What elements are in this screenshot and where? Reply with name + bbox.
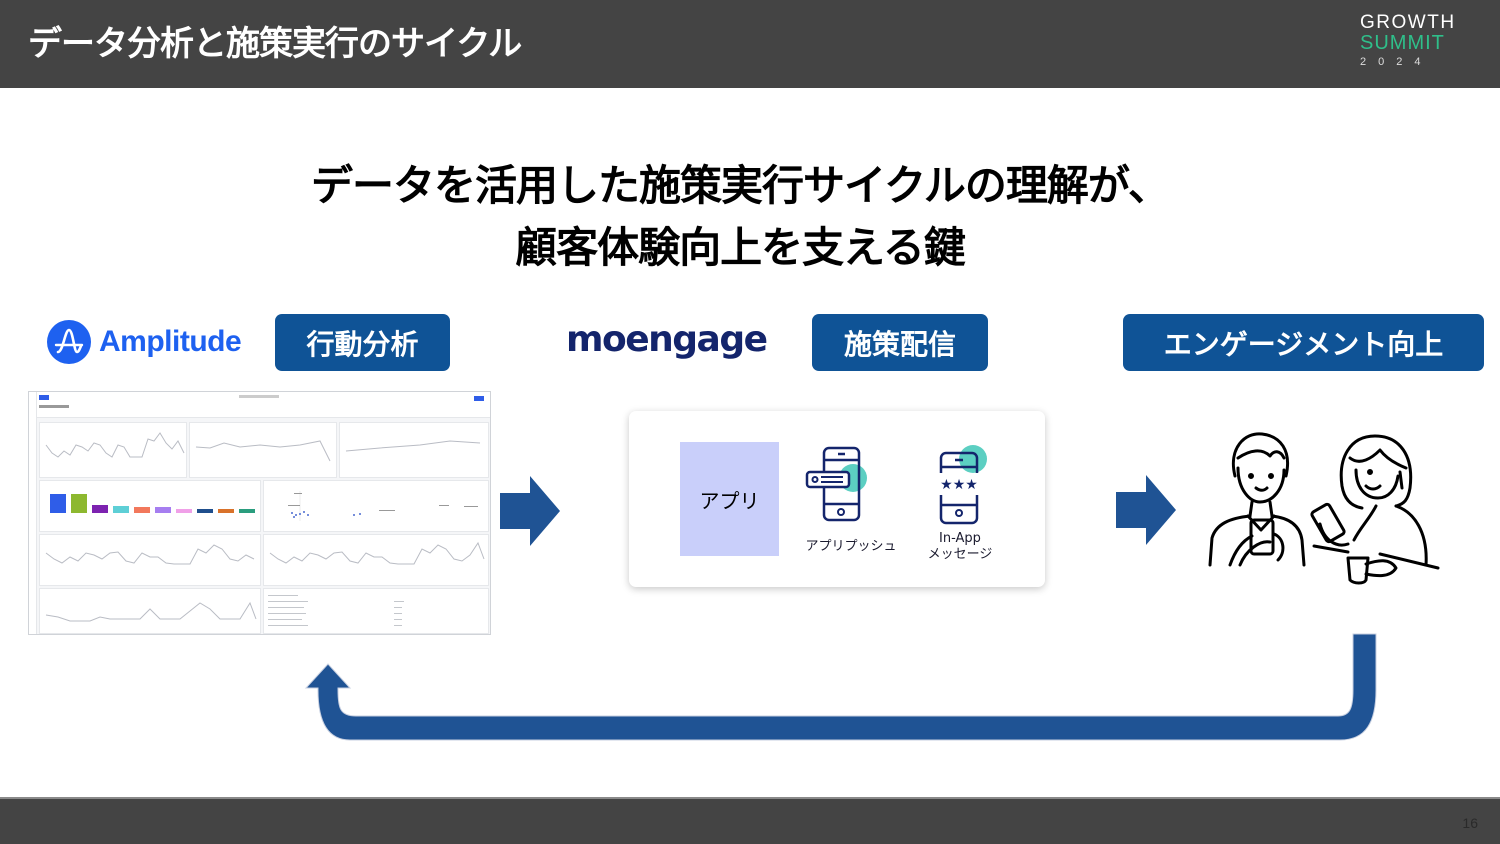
- dashboard-bar: [113, 506, 129, 513]
- amplitude-dashboard-screenshot: [28, 391, 491, 635]
- page-number: 16: [1462, 815, 1478, 831]
- dashboard-bar: [239, 509, 255, 513]
- slide-title: データ分析と施策実行のサイクル: [28, 24, 522, 64]
- dashboard-bar: [71, 494, 87, 513]
- svg-text:★★★: ★★★: [940, 477, 978, 493]
- dashboard-panel: [39, 588, 261, 634]
- dashboard-bar-panel: [39, 480, 261, 532]
- right-arrow-icon: [500, 476, 560, 546]
- return-loop-arrow-icon: [304, 633, 1377, 741]
- in-app-message-label: In-App メッセージ: [915, 531, 1005, 563]
- dashboard-bar: [218, 509, 234, 513]
- tag-campaign-delivery: 施策配信: [812, 314, 988, 371]
- growth-summit-logo: GROWTH SUMMIT 2024: [1360, 13, 1460, 69]
- dashboard-panel: [39, 534, 261, 586]
- dashboard-sidebar: [29, 392, 37, 634]
- moengage-logo: moengage: [566, 319, 768, 360]
- headline: データを活用した施策実行サイクルの理解が、 顧客体験向上を支える鍵: [0, 155, 1480, 279]
- brand-year: 2024: [1360, 56, 1433, 68]
- delivery-channels-card: アプリ アプリプッシュ ★★★ In-App メッセージ: [629, 411, 1045, 587]
- amplitude-logo: Amplitude: [47, 320, 242, 364]
- dashboard-bar: [176, 509, 192, 513]
- amplitude-wordmark: Amplitude: [99, 325, 242, 358]
- app-box: アプリ: [680, 442, 779, 556]
- dashboard-panel: [39, 422, 187, 478]
- amplitude-wave-icon: [47, 320, 91, 364]
- in-app-label-line-1: In-App: [939, 531, 981, 546]
- dashboard-bar: [92, 505, 108, 513]
- tag-engagement-improvement: エンゲージメント向上: [1123, 314, 1484, 371]
- dashboard-header: [29, 392, 490, 418]
- dashboard-panel: [339, 422, 489, 478]
- title-bar: データ分析と施策実行のサイクル GROWTH SUMMIT 2024: [0, 0, 1500, 88]
- dashboard-panel: [189, 422, 337, 478]
- headline-line-2: 顧客体験向上を支える鍵: [515, 223, 966, 272]
- dashboard-bar: [197, 509, 213, 513]
- in-app-label-line-2: メッセージ: [927, 547, 993, 562]
- tag-behavior-analysis: 行動分析: [275, 314, 450, 371]
- headline-line-1: データを活用した施策実行サイクルの理解が、: [310, 161, 1170, 210]
- dashboard-table-panel: [263, 588, 489, 634]
- brand-line-1: GROWTH: [1360, 12, 1456, 33]
- dashboard-bar: [134, 507, 150, 513]
- app-push-label: アプリプッシュ: [805, 539, 897, 554]
- right-arrow-icon: [1116, 475, 1176, 545]
- dashboard-bar: [50, 494, 66, 513]
- dashboard-bar: [155, 507, 171, 513]
- dashboard-bar-chart: [50, 494, 255, 513]
- footer-bar: 16: [0, 797, 1500, 844]
- dashboard-scatter-panel: [263, 480, 489, 532]
- brand-line-2: SUMMIT: [1360, 32, 1445, 54]
- people-using-smartphones-illustration: [1208, 432, 1440, 585]
- dashboard-panel: [263, 534, 489, 586]
- in-app-message-phone-icon: ★★★: [937, 445, 987, 525]
- app-push-phone-icon: [805, 446, 867, 522]
